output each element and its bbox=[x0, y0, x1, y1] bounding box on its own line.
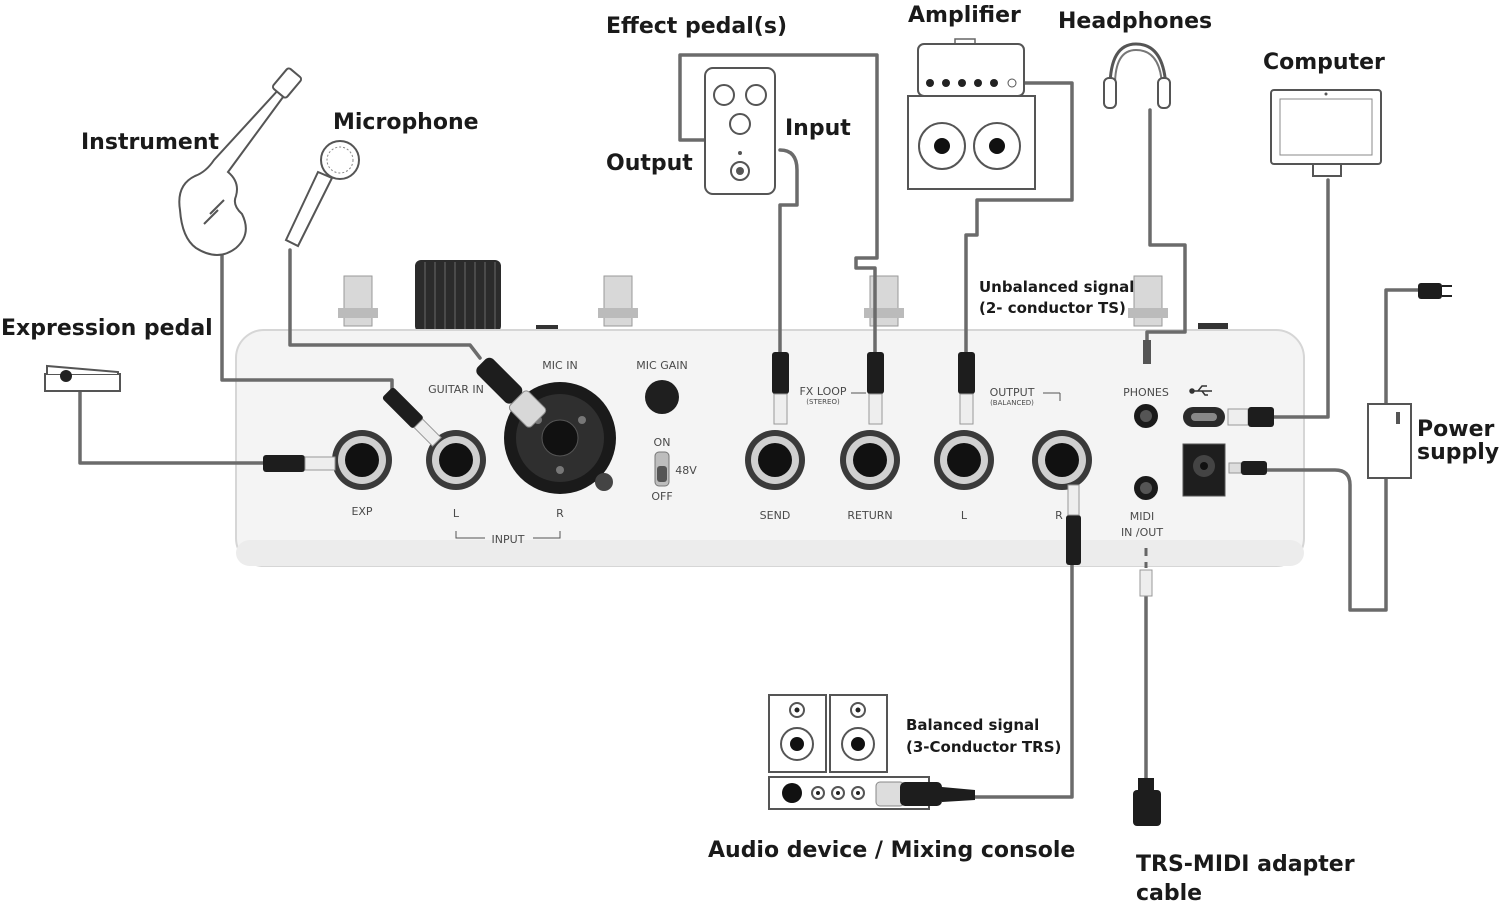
pedal-input-label: Input bbox=[785, 116, 851, 141]
fx-loop-label: FX LOOP bbox=[799, 385, 846, 398]
audio-device-label: Audio device / Mixing console bbox=[708, 838, 1075, 863]
cable-plugs bbox=[263, 340, 1274, 597]
instrument-label: Instrument bbox=[81, 130, 219, 155]
output-label: OUTPUT bbox=[990, 386, 1035, 399]
stereo-label: (STEREO) bbox=[806, 398, 840, 406]
midi-plug-icon bbox=[1133, 778, 1161, 826]
footswitch-1 bbox=[338, 275, 378, 327]
guitar-in-label: GUITAR IN bbox=[428, 383, 484, 396]
phones-jack[interactable] bbox=[1134, 404, 1158, 428]
effect-pedal-icon bbox=[704, 67, 776, 195]
power-supply-icon bbox=[1367, 283, 1452, 479]
unbalanced-signal-label-1: Unbalanced signal bbox=[979, 278, 1134, 296]
main-knob bbox=[415, 260, 501, 332]
effect-pedal-label: Effect pedal(s) bbox=[606, 14, 787, 39]
mic-gain-label: MIC GAIN bbox=[636, 359, 687, 372]
guitar-icon bbox=[178, 67, 303, 256]
fx-send-jack[interactable] bbox=[745, 430, 805, 490]
output-l-jack[interactable] bbox=[934, 430, 994, 490]
pedal-output-label: Output bbox=[606, 151, 693, 176]
power-supply-label-2: supply bbox=[1417, 440, 1499, 465]
midi-cable-label-1: TRS-MIDI adapter bbox=[1136, 852, 1355, 877]
exp-label: EXP bbox=[351, 505, 372, 518]
headphones-label: Headphones bbox=[1058, 9, 1212, 34]
phones-label: PHONES bbox=[1123, 386, 1169, 399]
mixer-icon bbox=[768, 776, 975, 810]
output-l-label: L bbox=[961, 509, 968, 522]
footswitch-4 bbox=[1128, 275, 1168, 327]
balanced-label: (BALANCED) bbox=[990, 399, 1034, 407]
headphones-icon bbox=[1103, 42, 1171, 109]
phantom-power-switch[interactable] bbox=[654, 451, 670, 487]
48v-label: 48V bbox=[675, 464, 697, 477]
unbalanced-signal-label-2: (2- conductor TS) bbox=[979, 299, 1126, 317]
amplifier-icon bbox=[907, 38, 1036, 190]
expression-pedal-label: Expression pedal bbox=[1, 316, 213, 341]
return-label: RETURN bbox=[847, 509, 892, 522]
on-label: ON bbox=[654, 436, 671, 449]
fx-return-jack[interactable] bbox=[840, 430, 900, 490]
output-r-label: R bbox=[1055, 509, 1063, 522]
computer-icon bbox=[1270, 89, 1382, 177]
mic-gain-knob[interactable] bbox=[645, 380, 679, 414]
input-l-label: L bbox=[453, 507, 460, 520]
midi-jack[interactable] bbox=[1134, 476, 1158, 500]
footswitch-3 bbox=[864, 275, 904, 327]
footswitch-2 bbox=[598, 275, 638, 327]
exp-jack[interactable] bbox=[332, 430, 392, 490]
usb-c-port[interactable] bbox=[1183, 407, 1225, 427]
microphone-icon bbox=[284, 140, 360, 248]
usb-icon bbox=[1189, 385, 1212, 396]
balanced-signal-label-2: (3-Conductor TRS) bbox=[906, 738, 1061, 756]
output-r-jack[interactable] bbox=[1032, 430, 1092, 490]
microphone-label: Microphone bbox=[333, 110, 479, 135]
balanced-signal-label-1: Balanced signal bbox=[906, 716, 1039, 734]
amplifier-label: Amplifier bbox=[908, 3, 1021, 28]
in-out-label: IN /OUT bbox=[1121, 526, 1163, 539]
send-label: SEND bbox=[760, 509, 791, 522]
mic-in-label: MIC IN bbox=[542, 359, 577, 372]
cables bbox=[78, 53, 1422, 799]
studio-monitor-icon bbox=[768, 694, 888, 773]
expression-pedal-icon bbox=[44, 364, 121, 392]
input-label: INPUT bbox=[492, 533, 525, 546]
midi-label: MIDI bbox=[1130, 510, 1154, 523]
off-label: OFF bbox=[651, 490, 672, 503]
midi-cable-label-2: cable bbox=[1136, 881, 1202, 904]
dc-power-jack[interactable] bbox=[1182, 443, 1226, 497]
input-l-jack[interactable] bbox=[426, 430, 486, 490]
computer-label: Computer bbox=[1263, 50, 1385, 75]
device-labels: Effect pedal(s) Amplifier Headphones Com… bbox=[1, 3, 1499, 904]
input-r-label: R bbox=[556, 507, 564, 520]
panel-labels: GUITAR IN MIC IN MIC GAIN ON 48V OFF FX … bbox=[351, 359, 1168, 546]
power-supply-label-1: Power bbox=[1417, 417, 1494, 442]
